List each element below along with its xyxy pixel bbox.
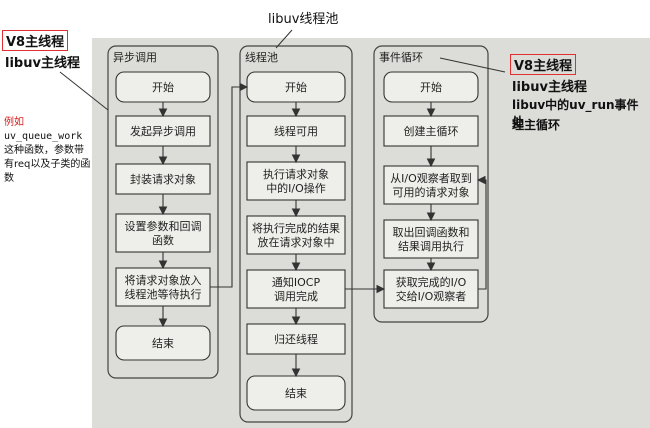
node-text-thread-pool-3-line-2: 中的I/O操作 — [266, 181, 326, 195]
left-libuv-main-thread-label: libuv主线程 — [5, 56, 80, 71]
leader-line-top — [275, 29, 293, 49]
node-text-thread-pool-4-line-1: 将执行完成的结果 — [252, 221, 340, 235]
node-box-async-call-2 — [115, 115, 211, 147]
node-text-thread-pool-6-line-1: 归还线程 — [274, 332, 318, 346]
node-text-async-call-5-line-1: 将请求对象放入 — [125, 273, 202, 287]
left-example-note-line-1: uv_queue_work — [4, 131, 83, 142]
leader-line-left — [59, 71, 109, 111]
node-text-thread-pool-4-line-2: 放在请求对象中 — [258, 235, 335, 249]
node-text-event-loop-5-line-2: 交给I/O观察者 — [396, 289, 467, 303]
node-text-thread-pool-7-line-1: 结束 — [285, 387, 307, 400]
node-text-thread-pool-1-line-1: 开始 — [285, 80, 307, 94]
node-box-thread-pool-6 — [246, 323, 346, 355]
node-text-event-loop-3-line-2: 可用的请求对象 — [393, 185, 470, 199]
right-v8-main-thread-label: V8主线程 — [510, 54, 577, 75]
node-text-async-call-4-line-1: 设置参数和回调 — [125, 219, 202, 233]
node-text-thread-pool-2-line-1: 线程可用 — [274, 124, 318, 138]
node-text-async-call-1-line-1: 开始 — [152, 80, 174, 94]
node-text-thread-pool-5-line-2: 调用完成 — [274, 289, 318, 303]
node-text-async-call-6-line-1: 结束 — [152, 337, 174, 350]
left-example-note-prefix: 例如 — [4, 117, 24, 128]
right-uv-run-label-line-2: 理主循环 — [512, 118, 561, 132]
node-text-event-loop-2-line-1: 创建主循环 — [404, 124, 459, 138]
node-text-async-call-2-line-1: 发起异步调用 — [130, 124, 196, 138]
edge-eventloop-loopback — [476, 175, 487, 290]
node-text-thread-pool-5-line-1: 通知IOCP — [272, 275, 321, 289]
thread-pool-top-label: libuv线程池 — [268, 12, 339, 27]
node-text-event-loop-5-line-1: 获取完成的I/O — [396, 275, 467, 289]
right-libuv-main-thread-label: libuv主线程 — [512, 80, 587, 95]
left-example-note: 例如 uv_queue_work 这种函数，参数带 有req以及子类的函 数 — [4, 116, 100, 186]
node-box-async-call-4 — [115, 213, 211, 253]
node-box-async-call-5 — [115, 267, 211, 307]
lane-title-event-loop: 事件循环 — [379, 51, 423, 64]
lane-event-loop — [373, 45, 489, 323]
node-text-async-call-5-line-2: 线程池等待执行 — [125, 287, 202, 301]
lane-title-async-call: 异步调用 — [113, 51, 157, 64]
node-box-async-call-3 — [115, 163, 211, 195]
lane-thread-pool — [239, 45, 353, 423]
node-text-event-loop-1-line-1: 开始 — [420, 80, 442, 94]
edge-async-to-threadpool-start — [210, 82, 249, 288]
node-text-async-call-4-line-2: 函数 — [152, 234, 174, 247]
node-text-event-loop-4-line-1: 取出回调函数和 — [393, 225, 470, 239]
right-uv-run-label-line-1: libuv中的uv_run事件处 — [512, 98, 639, 129]
node-text-event-loop-3-line-1: 从I/O观察者取到 — [390, 171, 472, 185]
left-v8-main-thread-label: V8主线程 — [2, 30, 69, 51]
node-box-thread-pool-5 — [246, 269, 346, 309]
lane-title-thread-pool: 线程池 — [245, 50, 278, 64]
left-example-note-line-2: 这种函数，参数带 — [4, 145, 84, 156]
leader-line-right — [439, 57, 506, 73]
left-example-note-line-3: 有req以及子类的函 — [4, 159, 91, 170]
node-text-thread-pool-3-line-1: 执行请求对象 — [263, 167, 329, 181]
node-box-event-loop-4 — [383, 219, 479, 259]
left-example-note-line-4: 数 — [4, 173, 14, 184]
node-text-event-loop-4-line-2: 结果调用执行 — [398, 239, 464, 253]
node-box-thread-pool-4 — [246, 215, 346, 255]
lane-async-call — [107, 45, 219, 379]
node-text-async-call-3-line-1: 封装请求对象 — [130, 172, 196, 186]
node-box-event-loop-3 — [383, 165, 479, 205]
